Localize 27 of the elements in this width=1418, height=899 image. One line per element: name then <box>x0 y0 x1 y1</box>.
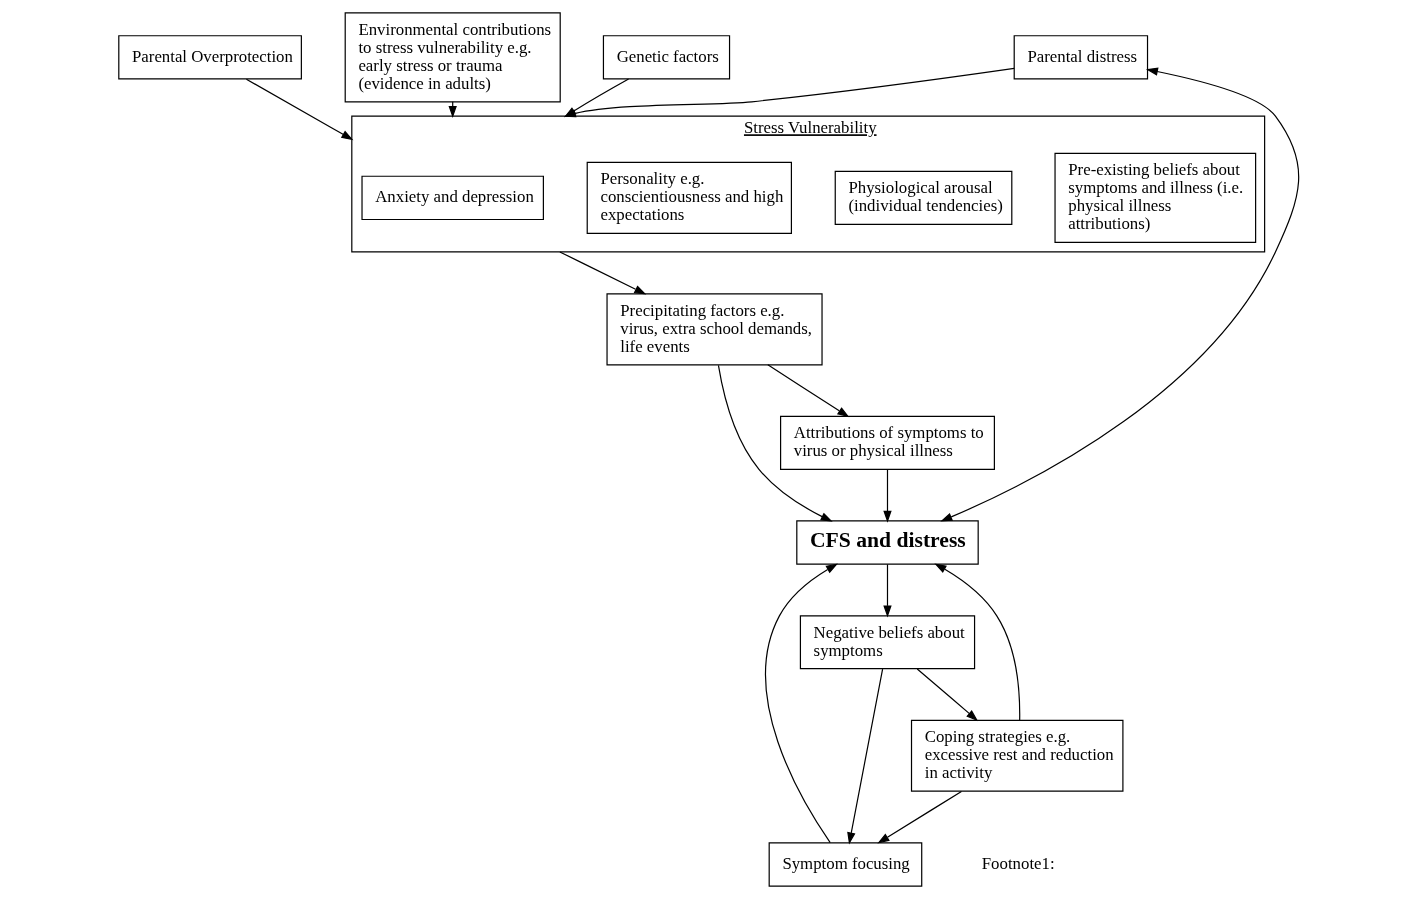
node-box: Parental distress <box>1013 35 1149 80</box>
arrow <box>883 563 892 618</box>
arrow <box>767 364 850 418</box>
node-box: Environmental contributions to stress vulnerability e.g. early stress or trauma (evidence in adults) <box>344 12 561 103</box>
node-box: CFS and distress <box>796 520 979 565</box>
node-box: Personality e.g. conscientiousness and high expectations <box>586 161 792 234</box>
arrow <box>764 563 838 844</box>
node-box: Precipitating factors e.g. virus, extra school demands, life events <box>606 293 823 366</box>
node-box: Negative beliefs about symptoms <box>799 615 976 670</box>
arrow <box>916 668 979 722</box>
node-box: Symptom focusing <box>768 842 923 887</box>
arrow <box>245 78 354 141</box>
arrow <box>847 668 884 845</box>
node-box: Pre-existing beliefs about symptoms and illness (i.e. physical illness attributions) <box>1054 152 1257 243</box>
arrow <box>559 251 647 295</box>
node-box: Parental Overprotection <box>118 35 302 80</box>
arrow <box>883 469 892 523</box>
arrow <box>940 67 1300 522</box>
arrow <box>934 563 1021 721</box>
node-box: Anxiety and depression <box>361 175 544 221</box>
node-box: Attributions of symptoms to virus or physical illness <box>780 415 995 470</box>
node-box: Physiological arousal (individual tendencies) <box>834 170 1013 225</box>
arrow <box>717 364 833 522</box>
node-box: Coping strategies e.g. excessive rest and reduction in activity <box>910 719 1124 792</box>
label: Footnote1: <box>981 853 1055 873</box>
arrow <box>877 790 963 844</box>
node-box: Genetic factors <box>602 35 731 80</box>
